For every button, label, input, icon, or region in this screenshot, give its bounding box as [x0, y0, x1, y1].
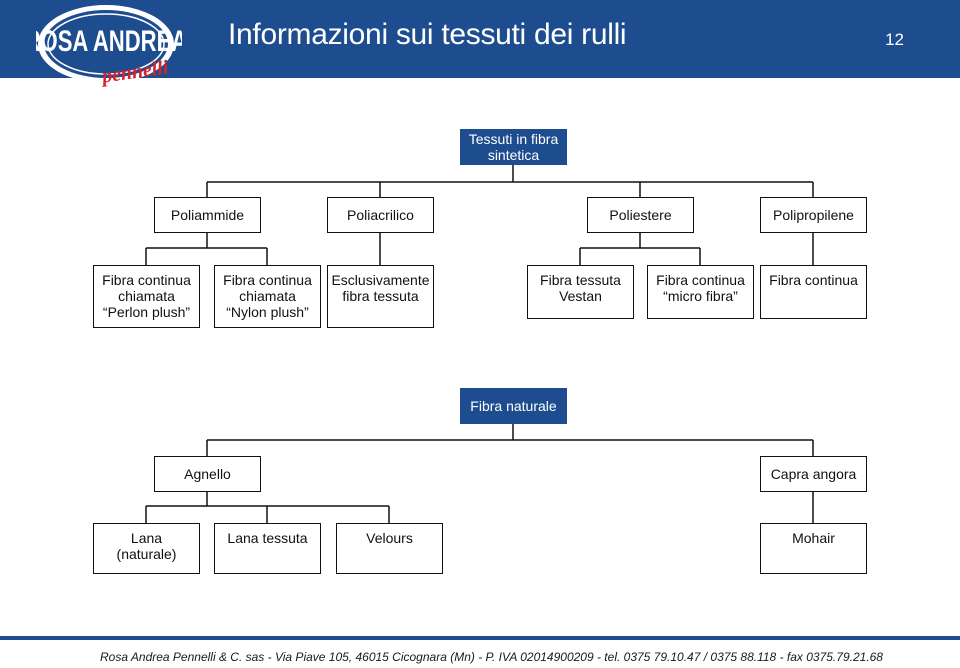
node-vestan: Fibra tessuta Vestan — [527, 265, 634, 319]
node-lana-naturale: Lana (naturale) — [93, 523, 200, 574]
page-number: 12 — [885, 30, 904, 49]
node-mohair: Mohair — [760, 523, 867, 574]
node-capra-angora: Capra angora — [760, 456, 867, 492]
page-title: Informazioni sui tessuti dei rulli — [228, 18, 627, 51]
logo-inner-oval — [44, 10, 168, 78]
footer-divider — [0, 636, 960, 640]
node-fibra-tessuta: Esclusivamente fibra tessuta — [327, 265, 434, 328]
poliestere-connector — [579, 233, 701, 265]
poliammide-connector — [145, 233, 268, 265]
node-lana-tessuta: Lana tessuta — [214, 523, 321, 574]
node-natural-root: Fibra naturale — [460, 388, 567, 424]
node-poliammide: Poliammide — [154, 197, 261, 233]
logo-inner-ring — [47, 13, 165, 75]
natural-root-connector — [206, 424, 814, 456]
company-logo: ROSA ANDREA pennelli — [36, 5, 182, 88]
synthetic-root-connector — [206, 165, 814, 197]
node-nylon-plush: Fibra continua chiamata “Nylon plush” — [214, 265, 321, 328]
node-perlon-plush: Fibra continua chiamata “Perlon plush” — [93, 265, 200, 328]
node-poliestere: Poliestere — [587, 197, 694, 233]
node-velours: Velours — [336, 523, 443, 574]
node-synthetic-root: Tessuti in fibra sintetica — [460, 129, 567, 165]
node-poliacrilico: Poliacrilico — [327, 197, 434, 233]
logo-main-text: ROSA ANDREA — [36, 24, 182, 58]
node-polipropilene: Polipropilene — [760, 197, 867, 233]
node-agnello: Agnello — [154, 456, 261, 492]
agnello-connector — [145, 492, 390, 523]
node-fibra-continua: Fibra continua — [760, 265, 867, 319]
footer-company-info: Rosa Andrea Pennelli & C. sas - Via Piav… — [100, 650, 883, 664]
node-micro-fibra: Fibra continua “micro fibra” — [647, 265, 754, 319]
